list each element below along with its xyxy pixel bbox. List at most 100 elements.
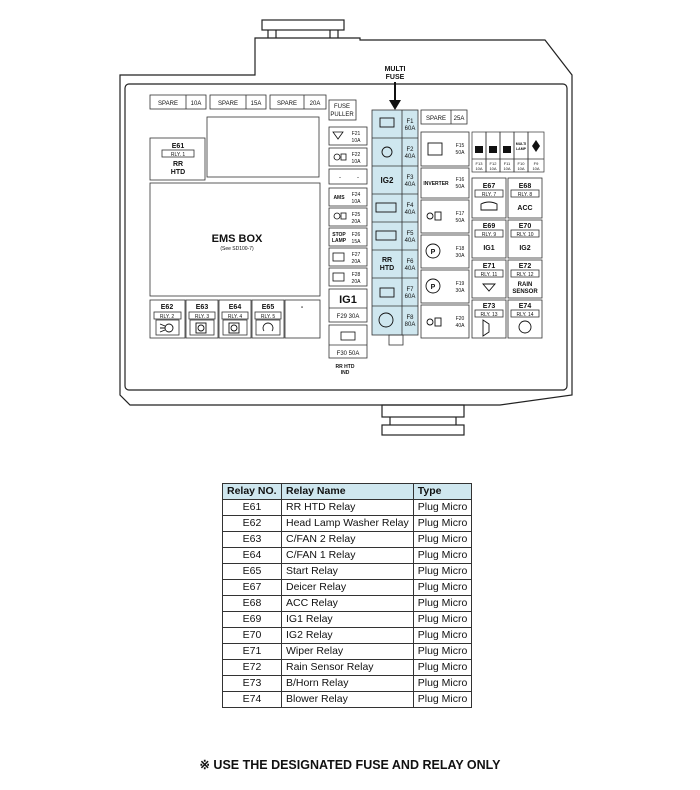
f4-name: F4 xyxy=(406,203,414,209)
f6-amp: 40A xyxy=(405,266,416,272)
f26-name: F26 xyxy=(352,232,361,238)
relay-name-cell: IG2 Relay xyxy=(281,627,414,644)
multi-lamp-2: LAMP xyxy=(516,147,527,151)
blower-icon-e74 xyxy=(518,320,532,334)
relay-type-cell: Plug Micro xyxy=(412,659,473,676)
inverter-label: INVERTER xyxy=(423,181,449,187)
e64-id: E64 xyxy=(229,304,242,311)
relay-name-cell: Deicer Relay xyxy=(281,579,414,596)
f23-blank-1: - xyxy=(339,175,341,181)
f17-amp: 50A xyxy=(456,218,466,224)
f26-label-1: STOP xyxy=(332,232,346,238)
relay-type-cell: Plug Micro xyxy=(412,691,473,708)
multi-fuse-label-2: FUSE xyxy=(386,74,405,81)
f22-amp: 10A xyxy=(352,159,362,165)
e73-id: E73 xyxy=(483,303,496,310)
e69-text: IG1 xyxy=(483,245,494,252)
battery-icon-f1 xyxy=(379,117,395,128)
f16-amp: 50A xyxy=(456,184,466,190)
e61-text-1: RR xyxy=(173,161,183,168)
ig1-label: IG1 xyxy=(339,294,357,306)
f3-name: F3 xyxy=(406,175,414,181)
f7-name: F7 xyxy=(406,287,414,293)
relay-no-cell: E72 xyxy=(222,659,282,676)
f12-name: F12 xyxy=(490,161,498,166)
f5-amp: 40A xyxy=(405,238,416,244)
e69-id: E69 xyxy=(483,223,496,230)
housing-outline xyxy=(119,37,573,406)
f12-amp: 10A xyxy=(489,166,496,171)
e68-text: ACC xyxy=(517,205,532,212)
f1-amp: 60A xyxy=(405,126,416,132)
relay-no-cell: E68 xyxy=(222,595,282,612)
defrost-icon xyxy=(332,252,345,262)
relay-type-cell: Plug Micro xyxy=(412,515,473,532)
f28-name: F28 xyxy=(352,272,361,278)
e67-id: E67 xyxy=(483,183,496,190)
relay-no-cell: E74 xyxy=(222,691,282,708)
f19-name: F19 xyxy=(456,281,465,287)
e72-text-2: SENSOR xyxy=(512,289,538,295)
relay-table-header: Relay NO. Relay Name Type xyxy=(222,483,473,500)
relay-name-cell: Rain Sensor Relay xyxy=(281,659,414,676)
relay-no-cell: E64 xyxy=(222,547,282,564)
relay-type-cell: Plug Micro xyxy=(412,643,473,660)
f26-amp: 15A xyxy=(352,239,362,245)
lamp-icon-f12 xyxy=(489,146,497,153)
top-clip xyxy=(261,19,345,31)
relay-name-cell: Wiper Relay xyxy=(281,643,414,660)
e68-id: E68 xyxy=(519,183,532,190)
f18-amp: 30A xyxy=(456,253,466,259)
relay-name-cell: C/FAN 2 Relay xyxy=(281,531,414,548)
abs-icon-f5 xyxy=(375,230,397,241)
relay-name-cell: C/FAN 1 Relay xyxy=(281,547,414,564)
ems-box-note: (See SD100-7) xyxy=(220,246,254,252)
e65-relay: RLY. 5 xyxy=(261,314,275,320)
header-relay-name: Relay Name xyxy=(281,483,414,500)
relay-name-cell: IG1 Relay xyxy=(281,611,414,628)
ems-box-outline xyxy=(149,182,321,297)
ems-box-title: EMS BOX xyxy=(212,233,263,245)
header-relay-no: Relay NO. xyxy=(222,483,282,500)
battery-icon-f7 xyxy=(379,287,395,298)
spare-10a-label: SPARE xyxy=(158,101,178,107)
f11-name: F11 xyxy=(504,161,511,166)
f24-amp: 10A xyxy=(352,199,362,205)
e62-relay: RLY. 2 xyxy=(160,314,174,320)
e71-id: E71 xyxy=(483,263,496,270)
f28-amp: 20A xyxy=(352,279,362,285)
f1-name: F1 xyxy=(406,119,414,125)
spare-25a-label: SPARE xyxy=(426,116,446,122)
e70-id: E70 xyxy=(519,223,532,230)
f27-amp: 20A xyxy=(352,259,362,265)
f7-amp: 60A xyxy=(405,294,416,300)
e61-relay: RLY. 1 xyxy=(171,152,185,158)
multi-fuse-label-1: MULTI xyxy=(385,66,406,73)
relay-type-cell: Plug Micro xyxy=(412,563,473,580)
relay-type-cell: Plug Micro xyxy=(412,611,473,628)
rr-htd-ind-2: IND xyxy=(341,370,350,376)
f21-amp: 10A xyxy=(352,138,362,144)
e63-id: E63 xyxy=(196,304,209,311)
f18-name: F18 xyxy=(456,246,465,252)
relay-name-cell: B/Horn Relay xyxy=(281,675,414,692)
e71-relay: RLY. 11 xyxy=(481,272,498,278)
f3-label: IG2 xyxy=(381,176,394,185)
f10-amp: 10A xyxy=(517,166,524,171)
cooling-fan-icon-2 xyxy=(228,322,240,334)
spare-15a-label: SPARE xyxy=(218,101,238,107)
parking-brake-icon-f19 xyxy=(425,278,441,294)
e67-relay: RLY. 7 xyxy=(482,192,496,198)
f15-amp: 50A xyxy=(456,150,466,156)
f9-name: F9 xyxy=(534,161,539,166)
lamp-icon-f20 xyxy=(426,318,434,326)
relay-no-cell: E73 xyxy=(222,675,282,692)
f21-name: F21 xyxy=(352,131,361,137)
